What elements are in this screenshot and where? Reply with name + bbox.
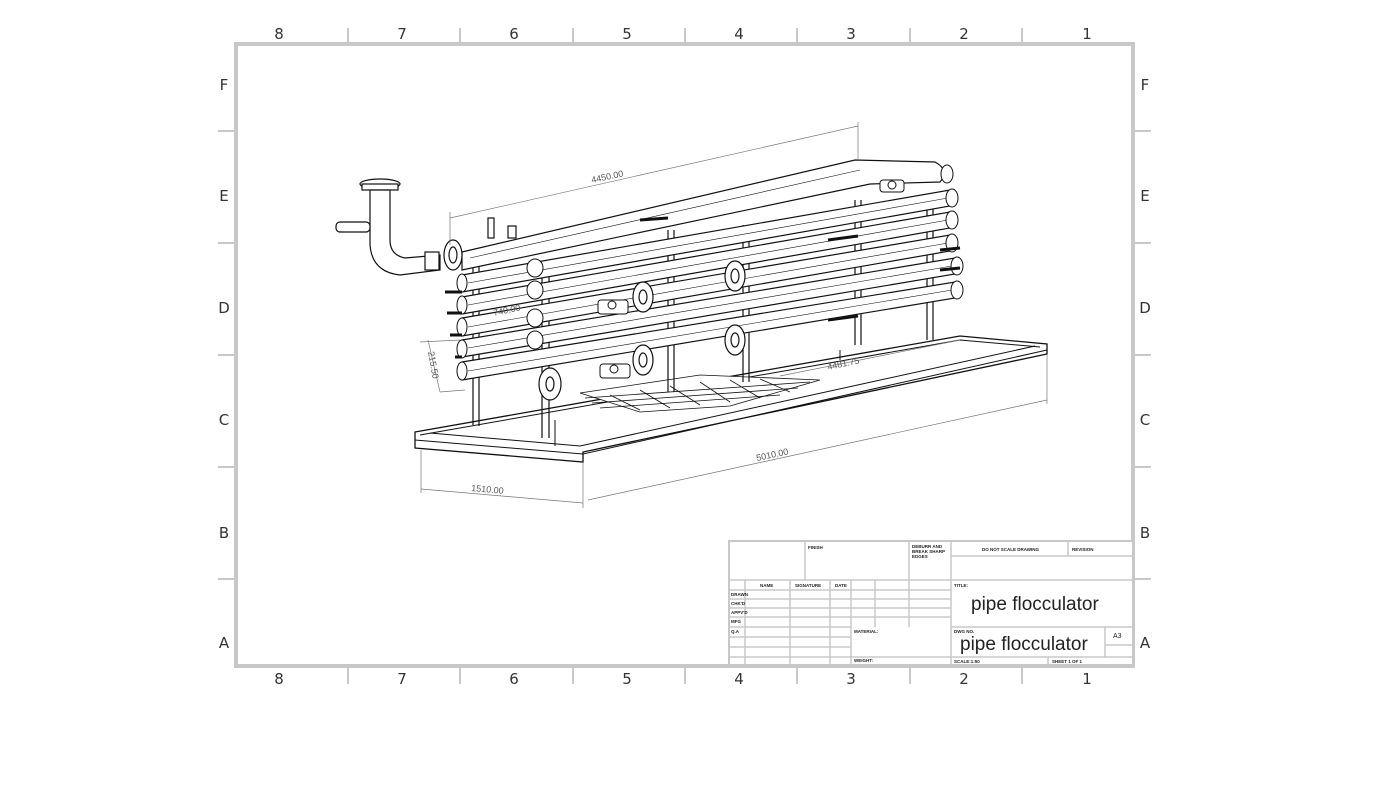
row-labels-left: F E D C B A bbox=[218, 76, 230, 652]
zone-label: B bbox=[1140, 524, 1150, 542]
zone-label: 7 bbox=[397, 25, 407, 43]
deburr-label: DEBURR AND bbox=[912, 544, 943, 549]
zone-label: A bbox=[219, 634, 230, 652]
date-column-label: DATE bbox=[835, 583, 847, 588]
zone-label: E bbox=[219, 187, 228, 205]
zone-label: 7 bbox=[397, 670, 407, 688]
drawing-title: pipe flocculator bbox=[971, 594, 1099, 615]
deburr-label-2: BREAK SHARP bbox=[912, 549, 945, 554]
zone-label: E bbox=[1140, 187, 1149, 205]
flocculator-model bbox=[335, 122, 1048, 508]
floor-grating bbox=[579, 374, 821, 413]
qa-label: Q.A bbox=[731, 629, 740, 634]
zone-label: 4 bbox=[734, 25, 744, 43]
drawn-label: DRAWN bbox=[731, 592, 748, 597]
zone-label: A bbox=[1140, 634, 1151, 652]
zone-label: D bbox=[218, 299, 230, 317]
zone-label: B bbox=[219, 524, 229, 542]
zone-label: F bbox=[1141, 76, 1150, 94]
sheet-border bbox=[218, 28, 1151, 684]
signature-column-label: SIGNATURE bbox=[795, 583, 821, 588]
zone-label: F bbox=[220, 76, 229, 94]
zone-label: C bbox=[1140, 411, 1150, 429]
zone-label: 3 bbox=[846, 25, 856, 43]
dwg-no-label: DWG NO. bbox=[954, 629, 974, 634]
column-labels-bottom: 8 7 6 5 4 3 2 1 bbox=[274, 670, 1092, 688]
zone-label: 2 bbox=[959, 25, 969, 43]
row-labels-right: F E D C B A bbox=[1139, 76, 1151, 652]
zone-label: C bbox=[219, 411, 229, 429]
dim-frame-length: 5010.00 bbox=[755, 446, 789, 463]
zone-label: 3 bbox=[846, 670, 856, 688]
sheet-size: A3 bbox=[1113, 633, 1122, 640]
zone-label: 6 bbox=[509, 670, 519, 688]
drawing-number: pipe flocculator bbox=[960, 634, 1088, 655]
valves bbox=[597, 179, 905, 379]
zone-label: 1 bbox=[1082, 670, 1092, 688]
title-label: TITLE: bbox=[954, 583, 968, 588]
weight-label: WEIGHT: bbox=[854, 658, 873, 663]
name-column-label: NAME bbox=[760, 583, 773, 588]
flanges bbox=[443, 239, 746, 401]
title-block: FINISH DEBURR AND BREAK SHARP EDGES DO N… bbox=[728, 540, 1134, 666]
mfg-label: MFG bbox=[731, 619, 741, 624]
dimension-lines bbox=[419, 122, 1048, 508]
material-label: MATERIAL: bbox=[854, 629, 879, 634]
zone-label: 5 bbox=[622, 25, 632, 43]
zone-label: 6 bbox=[509, 25, 519, 43]
zone-label: 8 bbox=[274, 670, 284, 688]
checked-label: CHK'D bbox=[731, 601, 746, 606]
deburr-label-3: EDGES bbox=[912, 554, 928, 559]
dim-tier-height: 215.50 bbox=[426, 351, 441, 380]
column-labels-top: 8 7 6 5 4 3 2 1 bbox=[274, 25, 1092, 43]
sheet-number-label: SHEET 1 OF 1 bbox=[1052, 659, 1083, 664]
brackets bbox=[445, 216, 961, 359]
approved-label: APPV'D bbox=[731, 610, 748, 615]
scale-label: SCALE:1:50 bbox=[954, 659, 980, 664]
revision-label: REVISION bbox=[1072, 547, 1094, 552]
inlet-riser bbox=[335, 178, 517, 276]
zone-label: 4 bbox=[734, 670, 744, 688]
pipe-tiers bbox=[461, 159, 960, 381]
zone-label: 8 bbox=[274, 25, 284, 43]
finish-label: FINISH bbox=[808, 545, 823, 550]
zone-label: 2 bbox=[959, 670, 969, 688]
dim-frame-width: 1510.00 bbox=[471, 483, 504, 496]
zone-label: 1 bbox=[1082, 25, 1092, 43]
do-not-scale-label: DO NOT SCALE DRAWING bbox=[982, 547, 1039, 552]
zone-label: D bbox=[1139, 299, 1151, 317]
zone-label: 5 bbox=[622, 670, 632, 688]
